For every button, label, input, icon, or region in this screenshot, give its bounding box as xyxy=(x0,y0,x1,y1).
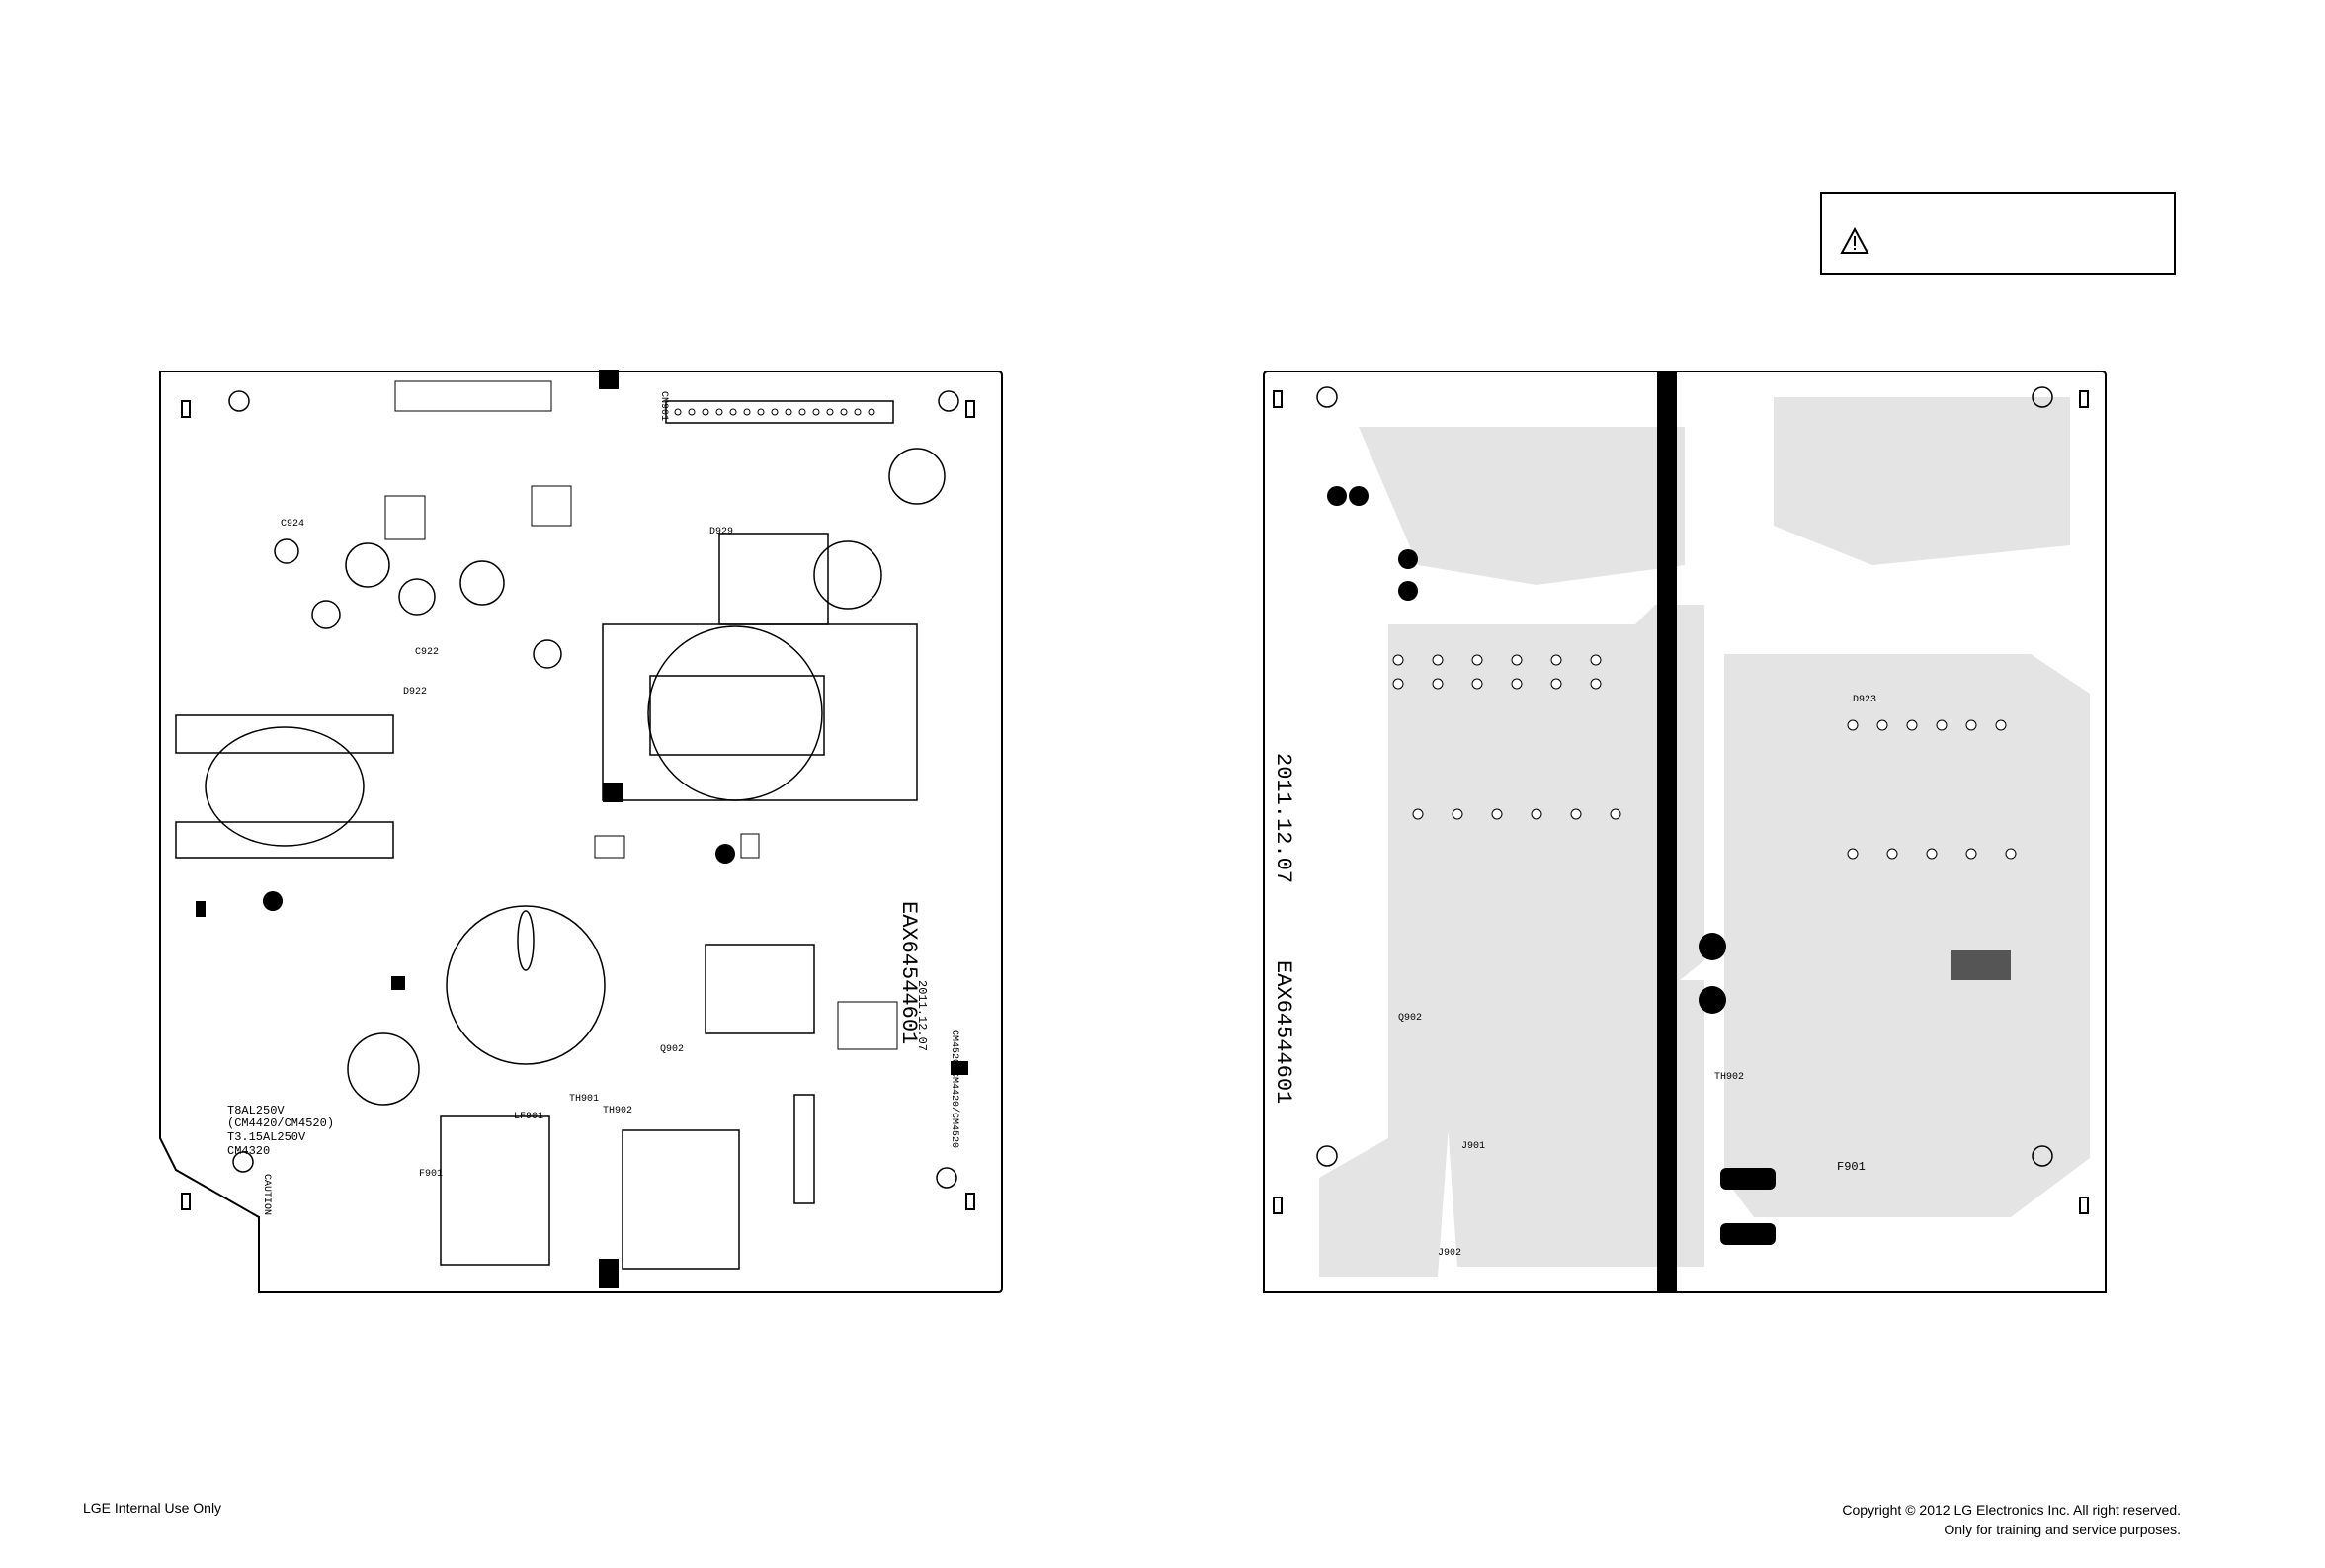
svg-text:CAUTION: CAUTION xyxy=(261,1174,272,1215)
svg-text:F901: F901 xyxy=(1837,1160,1866,1174)
svg-text:J902: J902 xyxy=(1438,1248,1461,1259)
pcb-solder-layout: 2011.12.07 EAX64544601 F901 TH902 J902 J… xyxy=(1263,371,2107,1293)
footer-copyright-block: Copyright © 2012 LG Electronics Inc. All… xyxy=(1842,1500,2181,1539)
svg-text:D929: D929 xyxy=(709,527,733,537)
svg-text:T8AL250V: T8AL250V xyxy=(227,1104,285,1117)
pcb-solder-side: 2011.12.07 EAX64544601 F901 TH902 J902 J… xyxy=(1260,368,2110,1296)
footer-internal-use: LGE Internal Use Only xyxy=(83,1500,222,1516)
svg-text:C924: C924 xyxy=(281,519,304,530)
warning-box xyxy=(1820,192,2176,275)
svg-text:CM4320: CM4320 xyxy=(227,1144,270,1158)
svg-text:(CM4420/CM4520): (CM4420/CM4520) xyxy=(227,1116,334,1130)
svg-text:TH902: TH902 xyxy=(603,1106,632,1116)
usage-text: Only for training and service purposes. xyxy=(1944,1522,2181,1537)
svg-text:C922: C922 xyxy=(415,647,439,658)
copyright-text: Copyright © 2012 LG Electronics Inc. All… xyxy=(1842,1502,2181,1518)
svg-text:CM4520/CM4420/CM4520: CM4520/CM4420/CM4520 xyxy=(949,1030,960,1148)
pcb-component-layout: CN901 EAX64544601 CM4520/CM4420/CM4520 2… xyxy=(159,370,1003,1293)
svg-text:Q902: Q902 xyxy=(660,1044,684,1055)
svg-text:CN901: CN901 xyxy=(658,391,669,421)
svg-text:TH901: TH901 xyxy=(569,1094,599,1105)
svg-text:T3.15AL250V: T3.15AL250V xyxy=(227,1130,306,1144)
pcb-component-side: CN901 EAX64544601 CM4520/CM4420/CM4520 2… xyxy=(156,368,1006,1296)
svg-text:EAX64544601: EAX64544601 xyxy=(1271,960,1295,1104)
svg-text:EAX64544601: EAX64544601 xyxy=(896,901,921,1044)
svg-text:D923: D923 xyxy=(1853,695,1876,705)
svg-text:TH902: TH902 xyxy=(1714,1072,1744,1083)
svg-text:F901: F901 xyxy=(419,1169,443,1180)
svg-text:LF901: LF901 xyxy=(514,1112,543,1122)
svg-text:Q902: Q902 xyxy=(1398,1013,1422,1024)
warning-triangle-icon xyxy=(1840,227,1869,254)
svg-text:2011.12.07: 2011.12.07 xyxy=(1271,753,1295,883)
svg-text:2011.12.07: 2011.12.07 xyxy=(915,980,929,1051)
svg-text:D922: D922 xyxy=(403,687,427,698)
svg-text:J901: J901 xyxy=(1461,1141,1485,1152)
